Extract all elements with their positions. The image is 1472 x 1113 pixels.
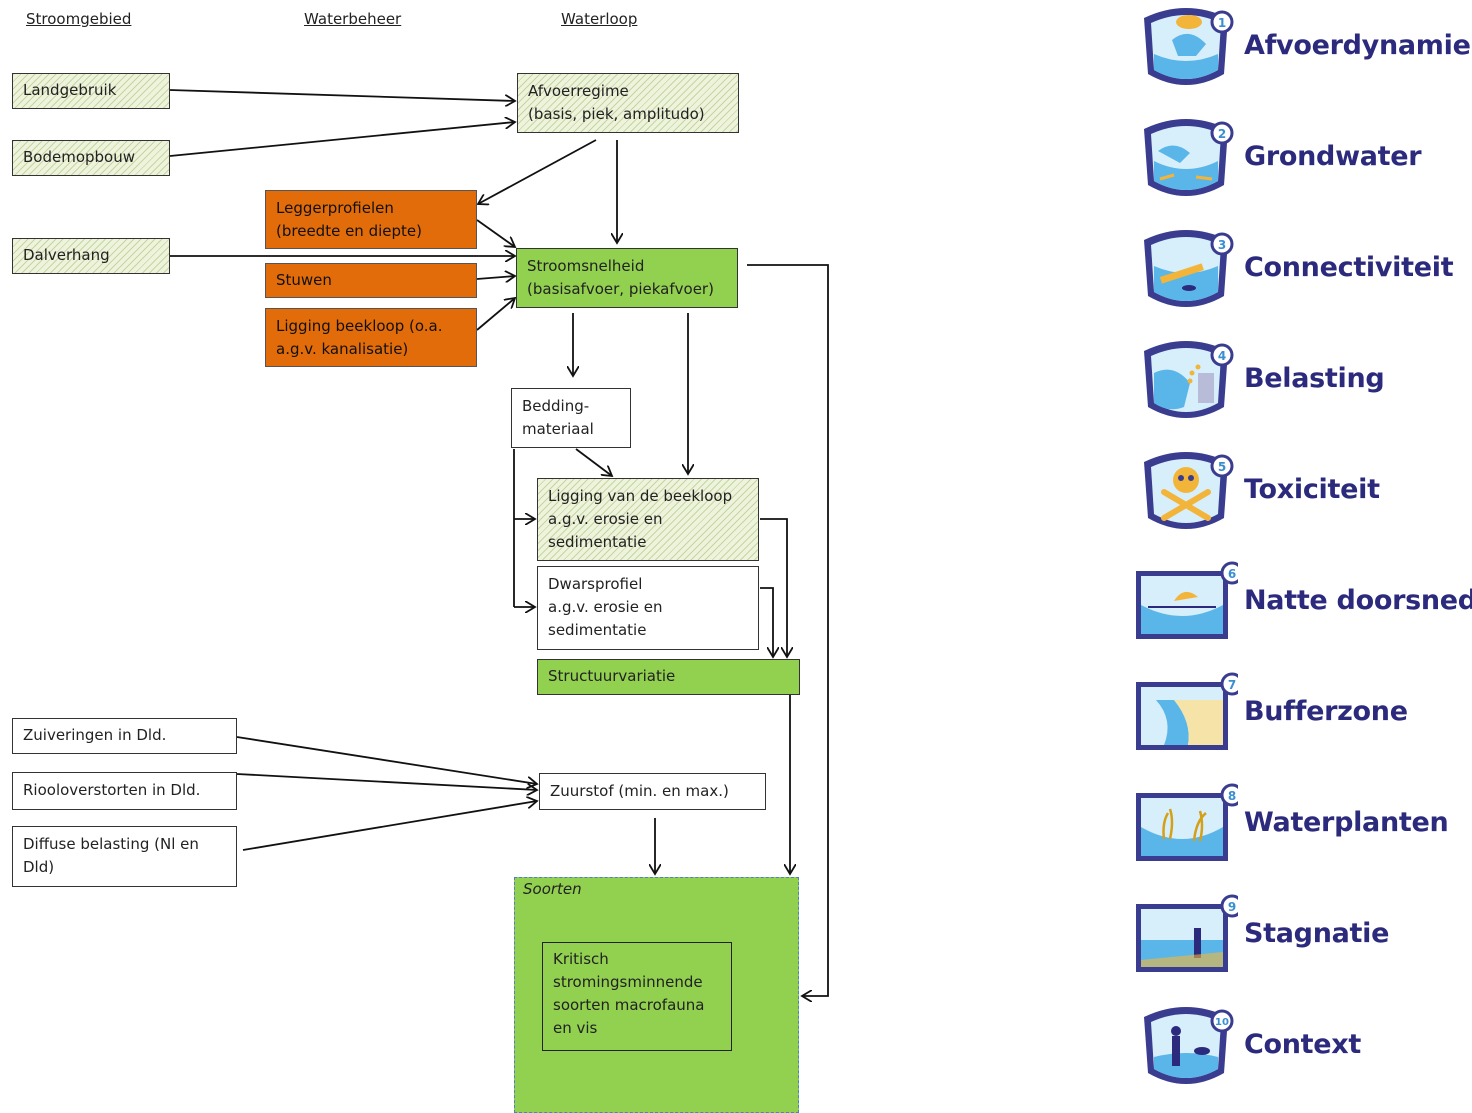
legend-label: Waterplanten <box>1244 807 1449 838</box>
node-zuiveringen: Zuiveringen in Dld. <box>12 718 237 754</box>
header-stroomgebied: Stroomgebied <box>26 10 132 28</box>
svg-text:9: 9 <box>1228 900 1236 914</box>
legend-label: Bufferzone <box>1244 696 1408 727</box>
legend-label: Toxiciteit <box>1244 474 1380 505</box>
legend-item-bufferzone: 7 Bufferzone <box>1134 666 1472 760</box>
node-leggerprofielen: Leggerprofielen (breedte en diepte) <box>265 190 477 249</box>
node-stuwen: Stuwen <box>265 263 477 298</box>
node-dalverhang: Dalverhang <box>12 238 170 274</box>
legend-label: Afvoerdynamiek <box>1244 30 1472 61</box>
node-afvoerregime: Afvoerregime (basis, piek, amplitudo) <box>517 73 739 133</box>
legend-item-stagnatie: 9 Stagnatie <box>1134 888 1472 982</box>
node-ligging-erosie: Ligging van de beekloop a.g.v. erosie en… <box>537 478 759 561</box>
legend-label: Grondwater <box>1244 141 1422 172</box>
svg-text:10: 10 <box>1215 1017 1229 1028</box>
arrow-dwarsprofiel-structuurvariatie <box>760 587 773 657</box>
svg-text:2: 2 <box>1218 127 1226 141</box>
cloud-rain-icon: 1 <box>1144 8 1234 85</box>
legend-item-natte-doorsnede: 6 Natte doorsnede <box>1134 555 1472 649</box>
arrow-afvoerregime-leggerprofielen <box>478 139 597 204</box>
node-zuurstof: Zuurstof (min. en max.) <box>539 773 766 810</box>
legend-label: Context <box>1244 1029 1362 1060</box>
header-waterbeheer: Waterbeheer <box>304 10 402 28</box>
cross-section-icon: 6 <box>1136 561 1238 639</box>
legend-label: Connectiviteit <box>1244 252 1454 283</box>
legend-item-connectiviteit: 3 Connectiviteit <box>1134 222 1472 316</box>
node-diffuse-belasting: Diffuse belasting (Nl en Dld) <box>12 826 237 887</box>
node-bodemopbouw: Bodemopbouw <box>12 140 170 176</box>
legend-item-waterplanten: 8 Waterplanten <box>1134 777 1472 871</box>
legend-item-context: 10 Context <box>1134 999 1472 1093</box>
legend-item-toxiciteit: 5 Toxiciteit <box>1134 444 1472 538</box>
person-landscape-icon: 10 <box>1144 1007 1234 1084</box>
fish-barrier-icon: 3 <box>1144 230 1234 307</box>
water-plants-icon: 8 <box>1136 783 1238 861</box>
arrow-ligging-stroomsnelheid <box>476 298 515 331</box>
legend-item-afvoerdynamiek: 1 Afvoerdynamiek <box>1134 0 1472 94</box>
node-riooloverstorten: Riooloverstorten in Dld. <box>12 772 237 810</box>
arrow-leggerprofielen-stroomsnelheid <box>476 219 515 247</box>
arrow-ligging-structuurvariatie <box>760 518 787 657</box>
svg-text:5: 5 <box>1218 460 1226 474</box>
weir-icon: 9 <box>1136 894 1238 972</box>
arrow-stroomsnelheid-soorten <box>747 264 829 996</box>
legend-item-grondwater: 2 Grondwater <box>1134 111 1472 205</box>
buffer-zone-icon: 7 <box>1136 672 1238 750</box>
arrow-riooloverstorten-zuurstof <box>236 773 537 790</box>
svg-text:3: 3 <box>1218 238 1226 252</box>
arrow-diffuse-zuurstof <box>242 801 537 851</box>
legend-item-belasting: 4 Belasting <box>1134 333 1472 427</box>
soorten-label: Soorten <box>523 880 582 898</box>
svg-text:1: 1 <box>1218 16 1226 30</box>
legend-label: Stagnatie <box>1244 918 1390 949</box>
arrow-landgebruik-afvoerregime <box>169 89 515 101</box>
node-ligging-beekloop: Ligging beekloop (o.a. a.g.v. kanalisati… <box>265 308 477 367</box>
legend-label: Belasting <box>1244 363 1385 394</box>
groundwater-icon: 2 <box>1144 119 1234 196</box>
header-waterloop: Waterloop <box>561 10 638 28</box>
discharge-pipe-icon: 4 <box>1144 341 1234 418</box>
arrow-stuwen-stroomsnelheid <box>476 276 515 279</box>
svg-text:8: 8 <box>1228 789 1236 803</box>
node-kritisch-soorten: Kritisch stromingsminnende soorten macro… <box>542 942 732 1051</box>
arrow-zuiveringen-zuurstof <box>236 736 537 784</box>
node-dwarsprofiel: Dwarsprofiel a.g.v. erosie en sedimentat… <box>537 566 759 650</box>
svg-text:4: 4 <box>1218 349 1226 363</box>
arrow-bedding-ligging-erosie <box>575 448 612 476</box>
arrow-bodemopbouw-afvoerregime <box>169 122 515 157</box>
svg-text:6: 6 <box>1228 567 1236 581</box>
node-beddingmateriaal: Bedding- materiaal <box>511 388 631 448</box>
node-stroomsnelheid: Stroomsnelheid (basisafvoer, piekafvoer) <box>516 248 738 308</box>
svg-text:7: 7 <box>1228 678 1236 692</box>
node-structuurvariatie: Structuurvariatie <box>537 659 800 695</box>
legend-label: Natte doorsnede <box>1244 585 1472 616</box>
node-landgebruik: Landgebruik <box>12 73 170 109</box>
skull-crossbones-icon: 5 <box>1144 452 1234 529</box>
